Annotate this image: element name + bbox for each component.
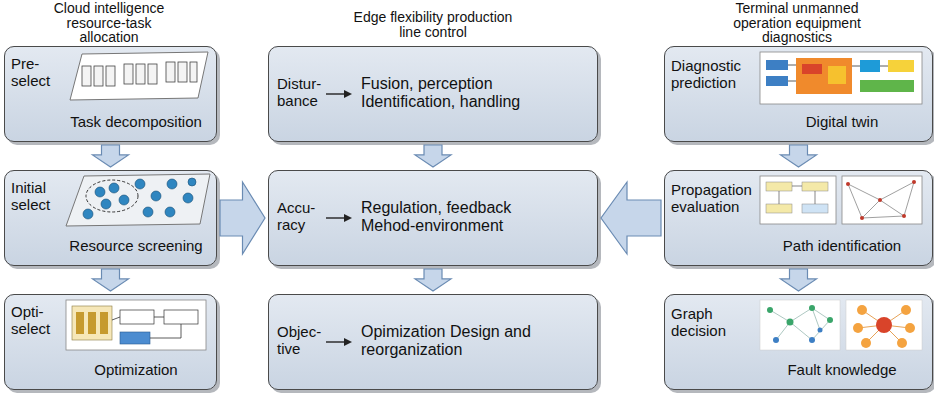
stage-term: Graph decision — [671, 305, 759, 340]
column-header: Terminal unmanned operation equipment di… — [722, 1, 872, 45]
block-arrow — [415, 269, 451, 291]
box-fill — [268, 46, 598, 142]
stage-term: Opti-select — [11, 303, 65, 338]
stage-term: Initial select — [11, 179, 65, 214]
stage-description: Optimization — [61, 361, 211, 378]
stage-description: Regulation, feedback Mehod-environment — [361, 199, 561, 236]
box-fill — [268, 294, 598, 390]
stage-description: Digital twin — [757, 113, 927, 130]
stage-box: Accu-racy Regulation, feedback Mehod-envi… — [268, 170, 598, 266]
stage-box: Propagation evaluationPath identificatio… — [664, 170, 933, 266]
path-figure — [760, 176, 922, 224]
stage-term: Objec-tive — [277, 323, 327, 358]
stage-box: Objec-tive Opimization Design and reorgan… — [268, 294, 598, 390]
block-arrow — [781, 145, 817, 167]
optimization-figure — [66, 300, 206, 350]
column-header: Cloud intelligence resource-task allocat… — [43, 1, 175, 45]
stage-description: Fault knowledge — [757, 361, 927, 378]
block-arrow — [781, 269, 817, 291]
stage-box: Initial selectResource screening — [4, 170, 217, 266]
stage-box: Opti-selectOptimization — [4, 294, 217, 390]
stage-description: Opimization Design and reorganization — [361, 323, 561, 360]
block-arrow — [415, 145, 451, 167]
box-fill — [664, 294, 933, 390]
box-fill — [4, 294, 217, 390]
stage-box: Distur-bance Fusion, perception Identific… — [268, 46, 598, 142]
box-fill — [4, 170, 217, 266]
block-arrow — [601, 182, 661, 254]
box-fill — [664, 46, 933, 142]
stage-box: Pre-selectTask decomposition — [4, 46, 217, 142]
box-fill — [268, 170, 598, 266]
digital-twin-figure — [760, 52, 922, 104]
stage-box: Diagnostic predictionDigital twin — [664, 46, 933, 142]
column-header: Edge flexibility production line control — [353, 10, 513, 39]
stage-term: Accu-racy — [277, 199, 327, 234]
block-arrow — [220, 182, 265, 254]
stage-description: Resource screening — [61, 237, 211, 254]
stage-term: Propagation evaluation — [671, 181, 759, 216]
block-arrow — [93, 145, 129, 167]
box-fill — [4, 46, 217, 142]
block-arrow — [93, 269, 129, 291]
stage-description: Task decomposition — [61, 113, 211, 130]
stage-description: Fusion, perception Identification, handl… — [361, 75, 561, 112]
knowledge-graph-figure — [760, 300, 922, 350]
stage-description: Path identification — [757, 237, 927, 254]
stage-term: Diagnostic prediction — [671, 57, 759, 92]
box-fill — [664, 170, 933, 266]
resource-plane-figure — [66, 174, 210, 226]
stage-term: Pre-select — [11, 55, 65, 90]
stage-box: Graph decisionFault knowledge — [664, 294, 933, 390]
task-plane-figure — [70, 52, 208, 100]
small-arrow — [326, 90, 352, 346]
stage-term: Distur-bance — [277, 75, 327, 110]
